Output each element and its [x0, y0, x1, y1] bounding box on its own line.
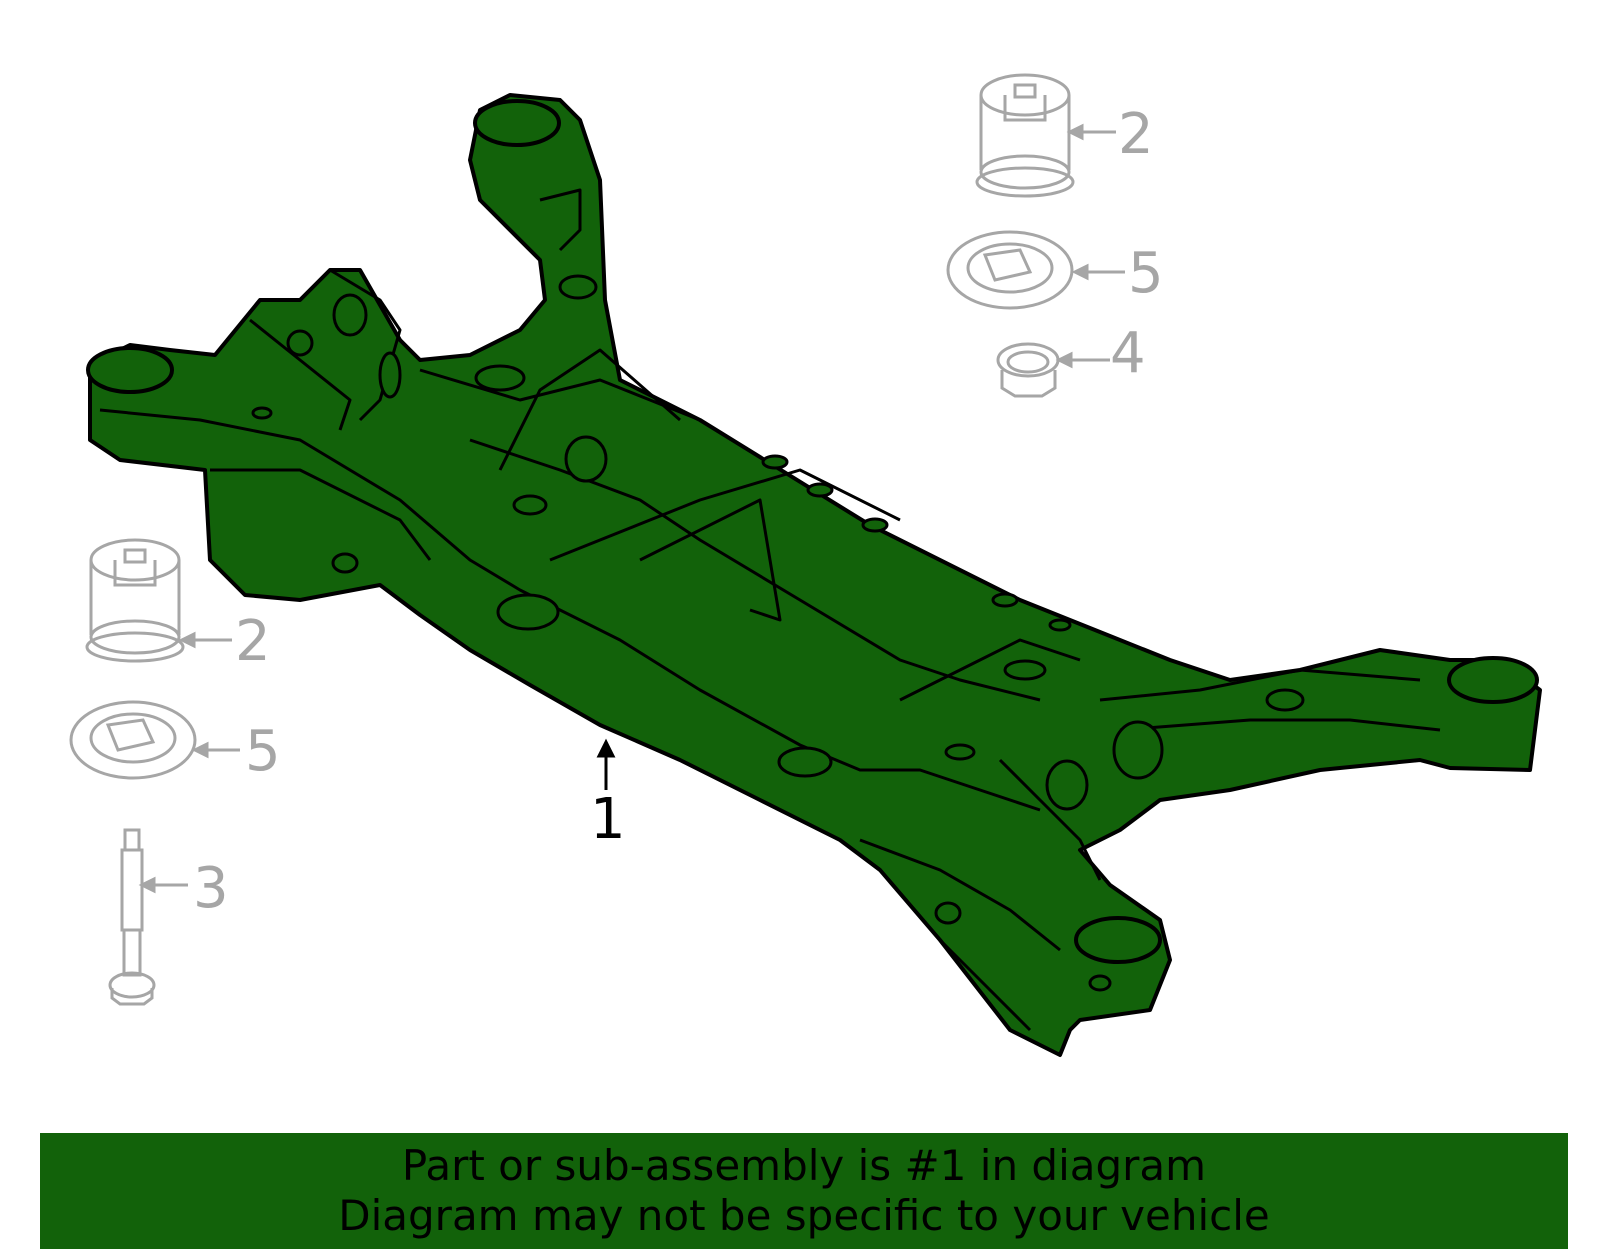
bolt[interactable]: [108, 828, 156, 1006]
callout-arrows: [138, 123, 1125, 894]
mount-left-top: [86, 346, 174, 394]
info-banner: Part or sub-assembly is #1 in diagram Di…: [40, 1133, 1568, 1249]
callout-5-left[interactable]: 5: [245, 719, 281, 784]
callout-5-top[interactable]: 5: [1128, 241, 1164, 306]
callout-3[interactable]: 3: [193, 856, 229, 921]
subframe-assembly[interactable]: [86, 93, 1542, 1057]
bushing-top[interactable]: [975, 73, 1075, 198]
bushing-left[interactable]: [85, 538, 185, 663]
subframe-holes: [251, 274, 1305, 992]
subframe-body: [88, 93, 1542, 1057]
callout-4[interactable]: 4: [1110, 321, 1146, 386]
nut[interactable]: [996, 342, 1060, 398]
washer-top[interactable]: [946, 230, 1074, 310]
callout-2-top[interactable]: 2: [1118, 102, 1154, 167]
mount-front-bottom: [1074, 916, 1162, 964]
banner-line-1: Part or sub-assembly is #1 in diagram: [401, 1141, 1207, 1190]
mount-right-top: [1447, 656, 1539, 704]
subframe-details: [99, 188, 1441, 1032]
callout-1[interactable]: 1: [590, 787, 626, 852]
callout-2-left[interactable]: 2: [235, 609, 271, 674]
mount-rear-top: [473, 99, 561, 147]
washer-left[interactable]: [69, 700, 197, 780]
banner-line-2: Diagram may not be specific to your vehi…: [338, 1191, 1270, 1240]
